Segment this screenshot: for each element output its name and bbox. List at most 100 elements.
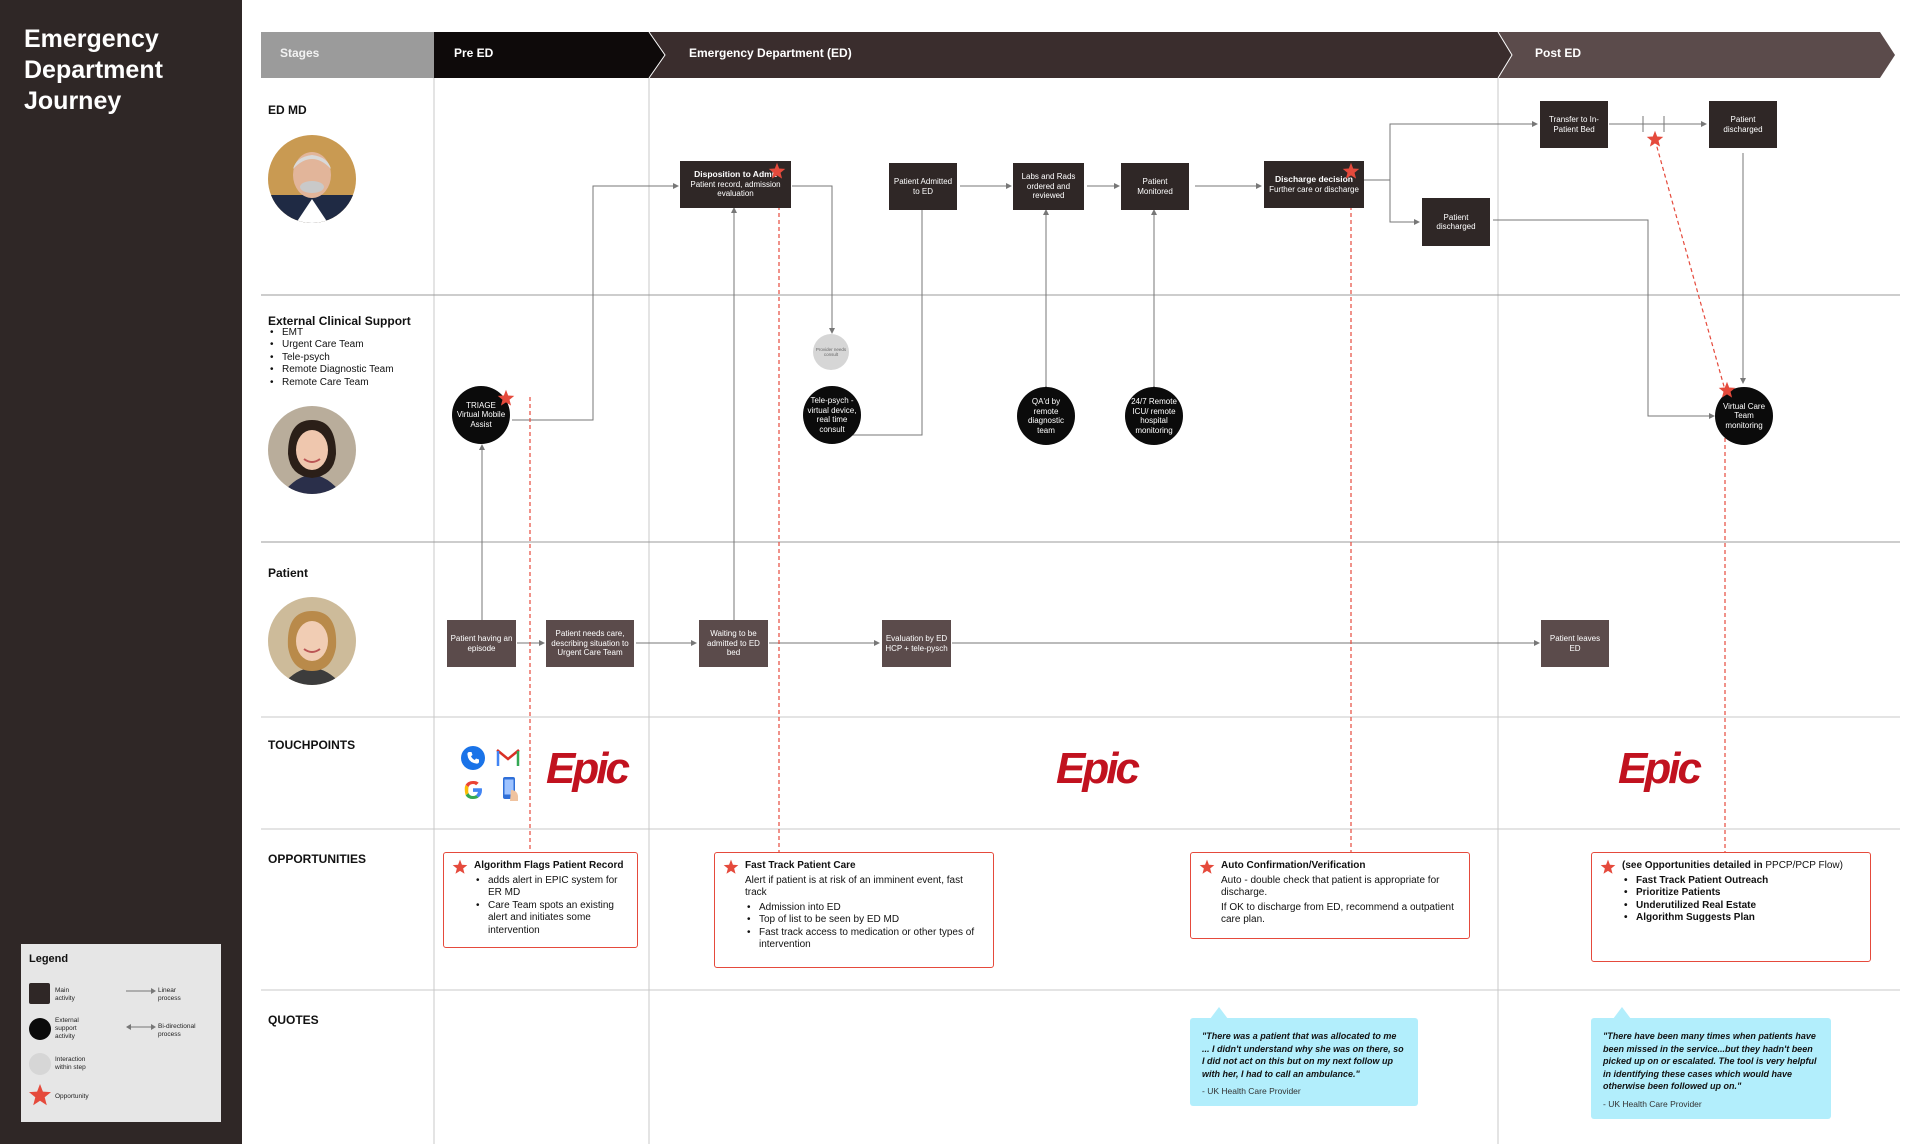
step-transfer-inpatient[interactable]: Transfer to In-Patient Bed xyxy=(1540,101,1608,148)
opportunity-description: Auto - double check that patient is appr… xyxy=(1221,874,1440,899)
google-icon xyxy=(464,780,482,799)
step-patient-discharged-post[interactable]: Patient discharged xyxy=(1709,101,1777,148)
opportunity-card-ppcp[interactable]: (see Opportunities detailed in PPCP/PCP … xyxy=(1591,852,1871,962)
sidebar: Emergency Department Journey Legend Main… xyxy=(0,0,242,1144)
step-discharge-detail: Further care or discharge xyxy=(1269,184,1359,194)
quote-pointer xyxy=(1210,1007,1228,1019)
step-disposition-title: Disposition to Admit xyxy=(694,169,777,180)
opportunity-star-icon xyxy=(452,859,468,874)
opportunity-card-auto-confirmation[interactable]: Auto Confirmation/Verification Auto - do… xyxy=(1190,852,1470,939)
step-discharge-title: Discharge decision xyxy=(1275,174,1353,184)
stage-header-bg xyxy=(261,32,434,78)
step-qa-remote-diagnostic[interactable]: QA'd by remote diagnostic team xyxy=(1017,387,1075,445)
legend-title: Legend xyxy=(29,953,69,965)
legend-linear-label: Linear process xyxy=(158,987,181,1002)
opportunity-star-icon xyxy=(1646,130,1664,147)
legend-interaction-swatch xyxy=(29,1053,51,1075)
opportunity-star-icon xyxy=(497,389,515,406)
lane-external-item: EMT xyxy=(268,327,394,339)
opportunity-title-bold: (see Opportunities detailed in xyxy=(1622,860,1763,871)
lane-external-item: Urgent Care Team xyxy=(268,339,394,351)
opportunity-title: Fast Track Patient Care xyxy=(745,860,856,871)
opportunity-star-icon xyxy=(1718,381,1736,398)
stage-ed: Emergency Department (ED) xyxy=(689,46,852,60)
opportunity-bullet: Admission into ED xyxy=(745,902,985,915)
opportunity-title-rest: PPCP/PCP Flow) xyxy=(1762,860,1843,871)
epic-logo-post-ed: Epic xyxy=(1618,744,1702,793)
opportunity-card-algorithm[interactable]: Algorithm Flags Patient Record adds aler… xyxy=(443,852,638,948)
step-remote-icu-monitoring[interactable]: 24/7 Remote ICU/ remote hospital monitor… xyxy=(1125,387,1183,445)
opportunity-star-icon xyxy=(768,162,786,179)
stage-post-ed-bg xyxy=(1498,32,1895,78)
quote-text: "There have been many times when patient… xyxy=(1603,1031,1817,1091)
opportunity-bullets: Fast Track Patient Outreach Prioritize P… xyxy=(1622,875,1862,925)
avatar-patient xyxy=(268,597,356,685)
lane-label-patient: Patient xyxy=(268,566,309,580)
stage-post-ed: Post ED xyxy=(1535,46,1582,60)
mobile-device-icon xyxy=(503,777,518,801)
opportunity-card-fast-track[interactable]: Fast Track Patient Care Alert if patient… xyxy=(714,852,994,968)
legend-external-label: External support activity xyxy=(55,1017,79,1040)
legend-bidirectional-label: Bi-directional process xyxy=(158,1023,196,1038)
opportunity-bullet: Top of list to be seen by ED MD xyxy=(745,914,985,927)
avatar-external-support xyxy=(268,406,356,494)
step-patient-admitted[interactable]: Patient Admitted to ED xyxy=(889,163,957,210)
legend-main-activity-swatch xyxy=(29,983,50,1004)
legend-external-swatch xyxy=(29,1018,51,1040)
step-patient-needs-care[interactable]: Patient needs care, describing situation… xyxy=(546,620,634,667)
step-labs-rads[interactable]: Labs and Rads ordered and reviewed xyxy=(1013,163,1084,210)
step-patient-episode[interactable]: Patient having an episode xyxy=(447,620,516,667)
epic-logo-ed: Epic xyxy=(1056,744,1140,793)
lane-label-quotes: QUOTES xyxy=(268,1013,319,1027)
lane-label-external: External Clinical Support xyxy=(268,314,411,328)
opportunity-bullet: Prioritize Patients xyxy=(1622,887,1862,900)
legend-interaction-label: Interaction within step xyxy=(55,1056,86,1071)
opportunity-title: Algorithm Flags Patient Record xyxy=(474,860,624,871)
opportunity-title: Auto Confirmation/Verification xyxy=(1221,860,1366,871)
legend-main-activity-label: Main activity xyxy=(55,987,75,1002)
lane-label-ed-md: ED MD xyxy=(268,103,307,117)
step-virtual-care-team[interactable]: Virtual Care Team monitoring xyxy=(1715,387,1773,445)
quote-pointer xyxy=(1613,1007,1631,1019)
step-provider-needs-consult[interactable]: Provider needs consult xyxy=(813,334,849,370)
quote-author: - UK Health Care Provider xyxy=(1202,1086,1301,1096)
stage-header-label: Stages xyxy=(280,46,320,60)
step-patient-leaves-ed[interactable]: Patient leaves ED xyxy=(1541,620,1609,667)
step-telepsych-consult[interactable]: Tele-psych - virtual device, real time c… xyxy=(803,386,861,444)
stage-pre-ed-bg xyxy=(434,32,665,78)
opportunity-bullets: adds alert in EPIC system for ER MD Care… xyxy=(474,875,629,938)
legend-opportunity-star-icon xyxy=(29,1084,51,1106)
legend-linear-arrow xyxy=(126,988,156,994)
opportunity-bullet: Care Team spots an existing alert and in… xyxy=(474,900,629,938)
legend-opportunity-label: Opportunity xyxy=(55,1093,89,1100)
opportunity-description: If OK to discharge from ED, recommend a … xyxy=(1221,901,1454,926)
opportunity-star-icon xyxy=(1600,859,1616,874)
opportunity-star-icon xyxy=(1342,162,1360,179)
opportunity-bullet: Fast Track Patient Outreach xyxy=(1622,875,1862,888)
lane-external-item: Remote Diagnostic Team xyxy=(268,364,394,376)
step-disposition-detail: Patient record, admission evaluation xyxy=(690,179,781,199)
step-patient-discharged-ed[interactable]: Patient discharged xyxy=(1422,198,1490,246)
avatar-ed-md xyxy=(268,135,356,223)
quote-card-1: "There was a patient that was allocated … xyxy=(1190,1018,1418,1106)
opportunity-bullet: Fast track access to medication or other… xyxy=(745,927,985,952)
quote-card-2: "There have been many times when patient… xyxy=(1591,1018,1831,1119)
opportunity-star-icon xyxy=(1199,859,1215,874)
quote-author: - UK Health Care Provider xyxy=(1603,1098,1702,1109)
phone-icon xyxy=(461,746,485,770)
step-evaluation-hcp[interactable]: Evaluation by ED HCP + tele-pysch xyxy=(882,620,951,667)
step-waiting-admission[interactable]: Waiting to be admitted to ED bed xyxy=(699,620,768,667)
lane-external-item: Remote Care Team xyxy=(268,377,394,389)
opportunity-bullet: adds alert in EPIC system for ER MD xyxy=(474,875,629,900)
step-patient-monitored[interactable]: Patient Monitored xyxy=(1121,163,1189,210)
lane-external-item: Tele-psych xyxy=(268,352,394,364)
quote-text: "There was a patient that was allocated … xyxy=(1202,1031,1404,1079)
lane-label-touchpoints: TOUCHPOINTS xyxy=(268,738,356,752)
stage-pre-ed: Pre ED xyxy=(454,46,494,60)
stage-ed-bg xyxy=(649,32,1512,78)
opportunity-title: (see Opportunities detailed in PPCP/PCP … xyxy=(1600,860,1862,873)
lane-external-list: EMT Urgent Care Team Tele-psych Remote D… xyxy=(268,327,394,389)
